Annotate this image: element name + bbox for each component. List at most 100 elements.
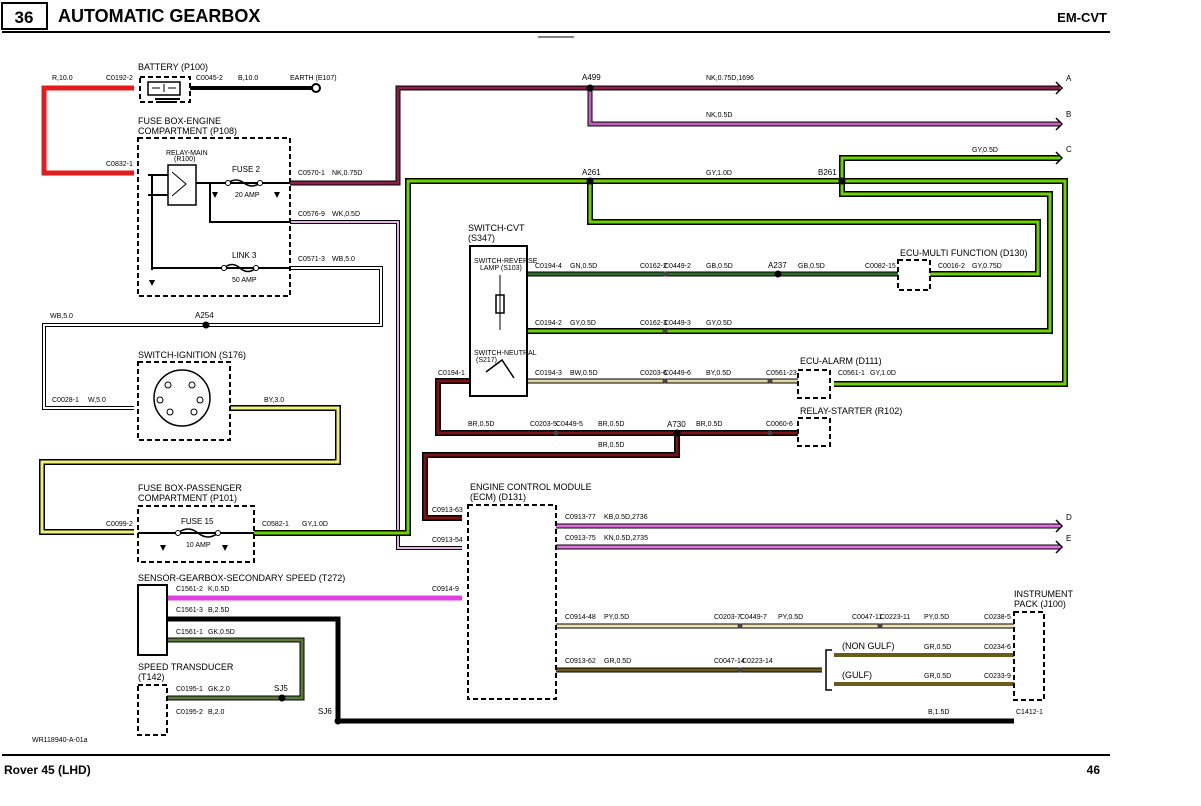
wire-label: NK,0.75D,1696 xyxy=(706,75,754,82)
wire-label: C0162-2 xyxy=(640,263,667,270)
switch-cvt-title-2: (S347) xyxy=(468,233,495,243)
footer-page: 46 xyxy=(1087,763,1101,777)
transducer-title-2: (T142) xyxy=(138,672,165,682)
switch-ignition-title: SWITCH-IGNITION (S176) xyxy=(138,350,246,360)
wire-label: C0449-7 xyxy=(740,614,767,621)
node-a254 xyxy=(202,321,210,329)
link3-title: LINK 3 xyxy=(232,251,257,260)
wire-label: GB,0.5D xyxy=(706,263,733,270)
label-b261: B261 xyxy=(818,168,837,177)
engine-control-module xyxy=(467,504,557,700)
wire-label: C0194-3 xyxy=(535,370,562,377)
wire-label: C1561-1 xyxy=(176,629,203,636)
switch-neutral-title-2: (S217) xyxy=(476,357,497,364)
wire-label: C1561-2 xyxy=(176,586,203,593)
fuse2-amp: 20 AMP xyxy=(235,192,260,199)
wire-label: B,2.0 xyxy=(208,709,224,716)
wire-label: BR,0.5D xyxy=(598,442,624,449)
relay-main-title-1: RELAY-MAIN xyxy=(166,150,208,157)
wire-wb-50 xyxy=(42,266,383,410)
page-title: AUTOMATIC GEARBOX xyxy=(58,6,260,26)
wire-by-30 xyxy=(39,405,341,535)
wire-label: C0582-1 xyxy=(262,521,289,528)
wire-label: C0832-1 xyxy=(106,161,133,168)
wire-label: C0195-1 xyxy=(176,686,203,693)
fusebox-engine-title-1: FUSE BOX-ENGINE xyxy=(138,116,221,126)
fusebox-pass-title-2: COMPARTMENT (P101) xyxy=(138,493,237,503)
wire-label: C0047-14 xyxy=(714,658,745,665)
wire-gy-10d-main xyxy=(254,178,1068,536)
wire-label: WB,5.0 xyxy=(332,256,355,263)
ecu-multi-function xyxy=(897,259,931,291)
wire-label: C0561-23 xyxy=(766,370,797,377)
sensor-gearbox-speed xyxy=(137,584,168,656)
wire-label: C0914-48 xyxy=(565,614,596,621)
ecm-title-1: ENGINE CONTROL MODULE xyxy=(470,482,592,492)
fuse-box-passenger xyxy=(137,505,255,563)
wire-label: C0913-54 xyxy=(432,537,463,544)
transducer-title-1: SPEED TRANSDUCER xyxy=(138,662,234,672)
section-code: EM-CVT xyxy=(1057,10,1107,25)
wire-label: C0203-7 xyxy=(714,614,741,621)
wire-label: GY,0.5D xyxy=(706,320,732,327)
switch-cvt xyxy=(469,245,528,397)
switch-neutral-title-1: SWITCH-NEUTRAL xyxy=(474,350,537,357)
wire-label: GK,2.0 xyxy=(208,686,230,693)
instrument-title-1: INSTRUMENT xyxy=(1014,589,1073,599)
wire-label: BR,0.5D xyxy=(696,421,722,428)
gulf-bracket xyxy=(825,649,832,691)
wire-red-r10 xyxy=(41,85,134,176)
label-a254: A254 xyxy=(195,311,214,320)
wire-label: GY,0.5D xyxy=(972,147,998,154)
wire-label: C1561-3 xyxy=(176,607,203,614)
wire-label: BY,0.5D xyxy=(706,370,731,377)
wire-label: GY,1.0D xyxy=(302,521,328,528)
edge-c: C xyxy=(1066,145,1072,154)
switch-reverse-title-1: SWITCH-REVERSE xyxy=(474,258,538,265)
wire-gy-05d-c xyxy=(839,155,1060,181)
battery xyxy=(139,76,321,103)
label-sj5: SJ5 xyxy=(274,684,288,693)
gulf-label: (GULF) xyxy=(842,670,872,680)
node-a730 xyxy=(673,429,681,437)
wire-label: W,5.0 xyxy=(88,397,106,404)
wire-label: WB,5.0 xyxy=(50,313,73,320)
wire-label: C0913-62 xyxy=(565,658,596,665)
wire-label: BR,0.5D xyxy=(468,421,494,428)
wire-label: BR,0.5D xyxy=(598,421,624,428)
wire-label: C0203-6 xyxy=(640,370,667,377)
wire-label: WK,0.5D xyxy=(332,211,360,218)
wire-label: C0194-1 xyxy=(438,370,465,377)
wire-label: C0234-6 xyxy=(984,644,1011,651)
relay-starter-title: RELAY-STARTER (R102) xyxy=(800,406,902,416)
wire-label: C0162-3 xyxy=(640,320,667,327)
wire-label: C0047-11 xyxy=(852,614,882,621)
instrument-pack xyxy=(1013,611,1045,701)
ecu-alarm-title: ECU-ALARM (D111) xyxy=(800,356,882,366)
switch-cvt-title-1: SWITCH-CVT xyxy=(468,223,525,233)
edge-d: D xyxy=(1066,513,1072,522)
wire-label: GY,1.0D xyxy=(706,170,732,177)
edge-markers xyxy=(1055,81,1064,554)
label-a237: A237 xyxy=(768,261,787,270)
wire-label: BW,0.5D xyxy=(570,370,598,377)
page-number-box xyxy=(1,2,48,30)
component-titles: BATTERY (P100) FUSE BOX-ENGINE COMPARTME… xyxy=(138,62,1073,682)
wire-nk-05d xyxy=(587,88,1060,127)
wire-label: BY,3.0 xyxy=(264,397,284,404)
wire-label: C0194-4 xyxy=(535,263,562,270)
wire-label: C0028-1 xyxy=(52,397,79,404)
switch-reverse-title-2: LAMP (S103) xyxy=(480,265,522,272)
edge-b: B xyxy=(1066,110,1071,119)
wire-label: C0194-2 xyxy=(535,320,562,327)
relay-main-title-2: (R100) xyxy=(174,156,195,163)
wire-label: B,10.0 xyxy=(238,75,258,82)
wire-label: PY,0.5D xyxy=(924,614,949,621)
wires xyxy=(39,85,1068,724)
node-sj6 xyxy=(334,717,342,725)
footer-model: Rover 45 (LHD) xyxy=(4,763,91,777)
wire-label: C0449-3 xyxy=(664,320,691,327)
wire-label: NK,0.5D xyxy=(706,112,732,119)
